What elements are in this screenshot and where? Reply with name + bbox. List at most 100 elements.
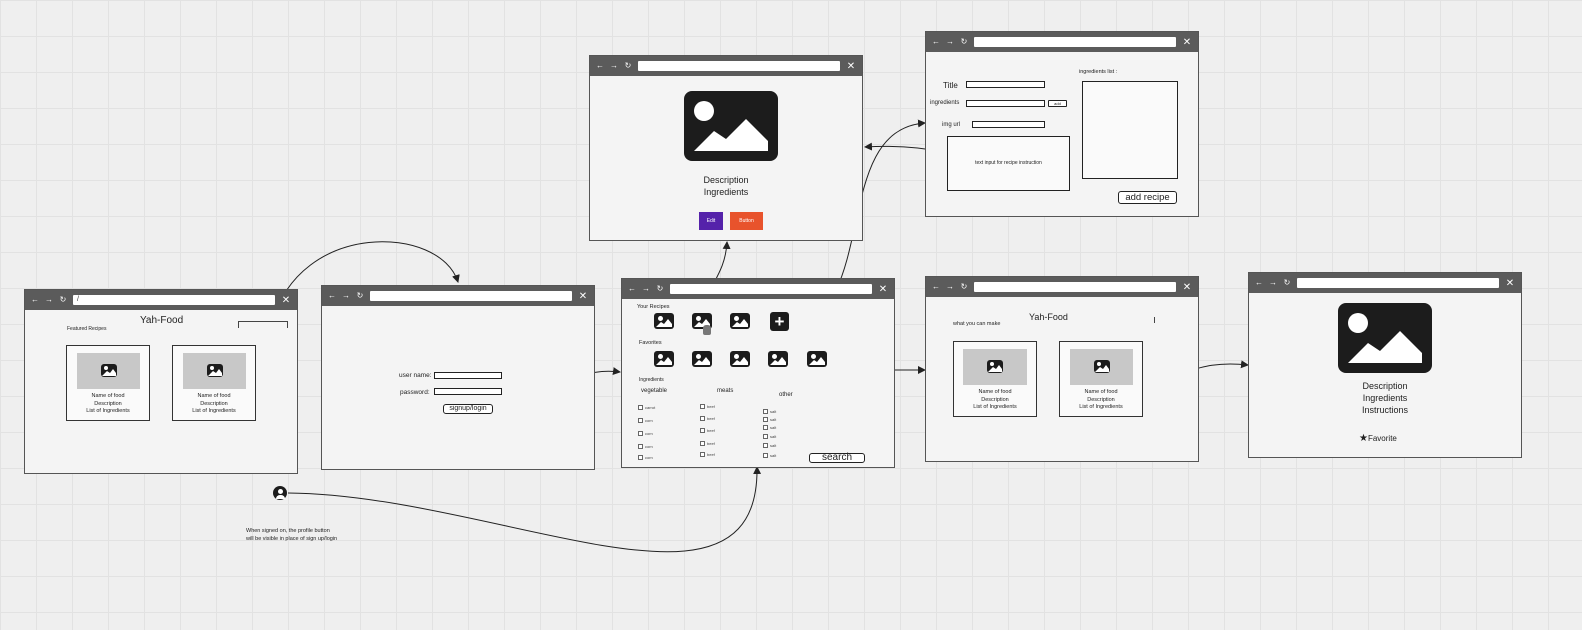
recipe-card[interactable]: Name of food Description List of Ingredi… [66,345,150,421]
forward-icon[interactable]: → [946,37,954,46]
favorite-image-icon[interactable] [768,351,788,367]
reload-icon[interactable]: ↻ [624,61,632,70]
ingredient-checkbox[interactable] [763,425,768,430]
close-icon[interactable]: ✕ [1182,281,1192,293]
title-input[interactable] [966,81,1045,88]
ingredient-checkbox[interactable] [638,431,643,436]
forward-icon[interactable]: → [610,61,618,70]
ingredient-checkbox[interactable] [763,434,768,439]
close-icon[interactable]: ✕ [846,60,856,72]
instruction-textarea[interactable]: text input for recipe instruction [947,136,1070,191]
back-icon[interactable]: ← [328,291,336,300]
forward-icon[interactable]: → [1269,278,1277,287]
back-icon[interactable]: ← [596,61,604,70]
profile-icon[interactable] [273,486,287,500]
card-ingredients: List of Ingredients [1079,404,1123,410]
ingredient-checkbox[interactable] [763,409,768,414]
ingredient-checkbox[interactable] [763,417,768,422]
address-bar[interactable] [638,61,840,71]
ingredient-checkbox[interactable] [638,444,643,449]
ingredient-checkbox[interactable] [638,455,643,460]
title-bar: ← → ↻ ✕ [1249,273,1521,293]
address-bar[interactable] [1297,278,1499,288]
username-label: user name: [399,372,432,379]
search-button[interactable]: search [809,453,865,463]
img-url-input[interactable] [972,121,1045,128]
ingredient-checkbox[interactable] [700,428,705,433]
ingredient-checkbox[interactable] [700,452,705,457]
forward-icon[interactable]: → [45,295,53,304]
image-icon [101,364,117,377]
profile-placeholder[interactable] [1154,317,1166,323]
back-icon[interactable]: ← [31,295,39,304]
cursor-hand-icon [703,325,711,335]
address-bar[interactable] [974,37,1176,47]
ingredients-label: Ingredients [639,377,664,383]
reload-icon[interactable]: ↻ [356,291,364,300]
reload-icon[interactable]: ↻ [960,282,968,291]
column-meats: meats [717,388,734,394]
ingredient-checkbox[interactable] [763,443,768,448]
reload-icon[interactable]: ↻ [656,284,664,293]
card-name: Name of food [197,393,231,399]
favorite-image-icon[interactable] [807,351,827,367]
username-field[interactable] [434,372,502,379]
close-icon[interactable]: ✕ [1505,277,1515,289]
site-title: Yah-Food [1029,312,1068,322]
forward-icon[interactable]: → [642,284,650,293]
back-icon[interactable]: ← [628,284,636,293]
close-icon[interactable]: ✕ [878,283,888,295]
card-description: Description [981,397,1009,403]
add-recipe-plus-icon[interactable]: + [770,312,789,331]
recipe-image-icon[interactable] [654,313,674,329]
title-bar: ← → ↻ ✕ [926,32,1198,52]
add-recipe-button[interactable]: add recipe [1118,191,1177,204]
forward-icon[interactable]: → [946,282,954,291]
recipe-card[interactable]: Name of food Description List of Ingredi… [172,345,256,421]
signup-login-button[interactable]: signup/login [443,404,493,414]
featured-label: Featured Recipes [67,326,107,332]
favorite-image-icon[interactable] [692,351,712,367]
favorite-button[interactable]: ★Favorite [1359,433,1397,444]
address-bar[interactable] [670,284,872,294]
forward-icon[interactable]: → [342,291,350,300]
recipe-card[interactable]: Name of food Description List of Ingredi… [953,341,1037,417]
close-icon[interactable]: ✕ [281,294,291,306]
reload-icon[interactable]: ↻ [960,37,968,46]
close-icon[interactable]: ✕ [1182,36,1192,48]
delete-button[interactable]: Button [730,212,763,230]
image-icon [987,360,1003,373]
signup-login-placeholder[interactable] [238,321,288,328]
description-text: Description [703,175,749,185]
img-url-label: img url [942,122,961,128]
recipe-image-icon[interactable] [730,313,750,329]
edit-button[interactable]: Edit [699,212,723,230]
ingredient-checkbox[interactable] [700,441,705,446]
close-icon[interactable]: ✕ [578,290,588,302]
password-field[interactable] [434,388,502,395]
ingredients-input[interactable] [966,100,1045,107]
site-title: Yah-Food [140,315,184,326]
recipe-card[interactable]: Name of food Description List of Ingredi… [1059,341,1143,417]
favorite-image-icon[interactable] [654,351,674,367]
ingredients-list-label: ingredients list : [1079,69,1118,75]
note-line-2: will be visible in place of sign up/logi… [246,536,338,542]
ingredient-checkbox[interactable] [700,404,705,409]
ingredient-checkbox[interactable] [638,418,643,423]
back-icon[interactable]: ← [932,282,940,291]
reload-icon[interactable]: ↻ [59,295,67,304]
ingredients-text: Ingredients [703,187,749,197]
ingredient-checkbox[interactable] [638,405,643,410]
reload-icon[interactable]: ↻ [1283,278,1291,287]
back-icon[interactable]: ← [1255,278,1263,287]
address-bar[interactable]: / [73,295,275,305]
add-ingredient-button[interactable]: add [1048,100,1067,107]
back-icon[interactable]: ← [932,37,940,46]
favorite-image-icon[interactable] [730,351,750,367]
ingredient-checkbox[interactable] [700,416,705,421]
image-icon [684,91,778,161]
ingredient-checkbox[interactable] [763,453,768,458]
address-bar[interactable] [370,291,572,301]
ingredients-list-box [1082,81,1178,179]
address-bar[interactable] [974,282,1176,292]
